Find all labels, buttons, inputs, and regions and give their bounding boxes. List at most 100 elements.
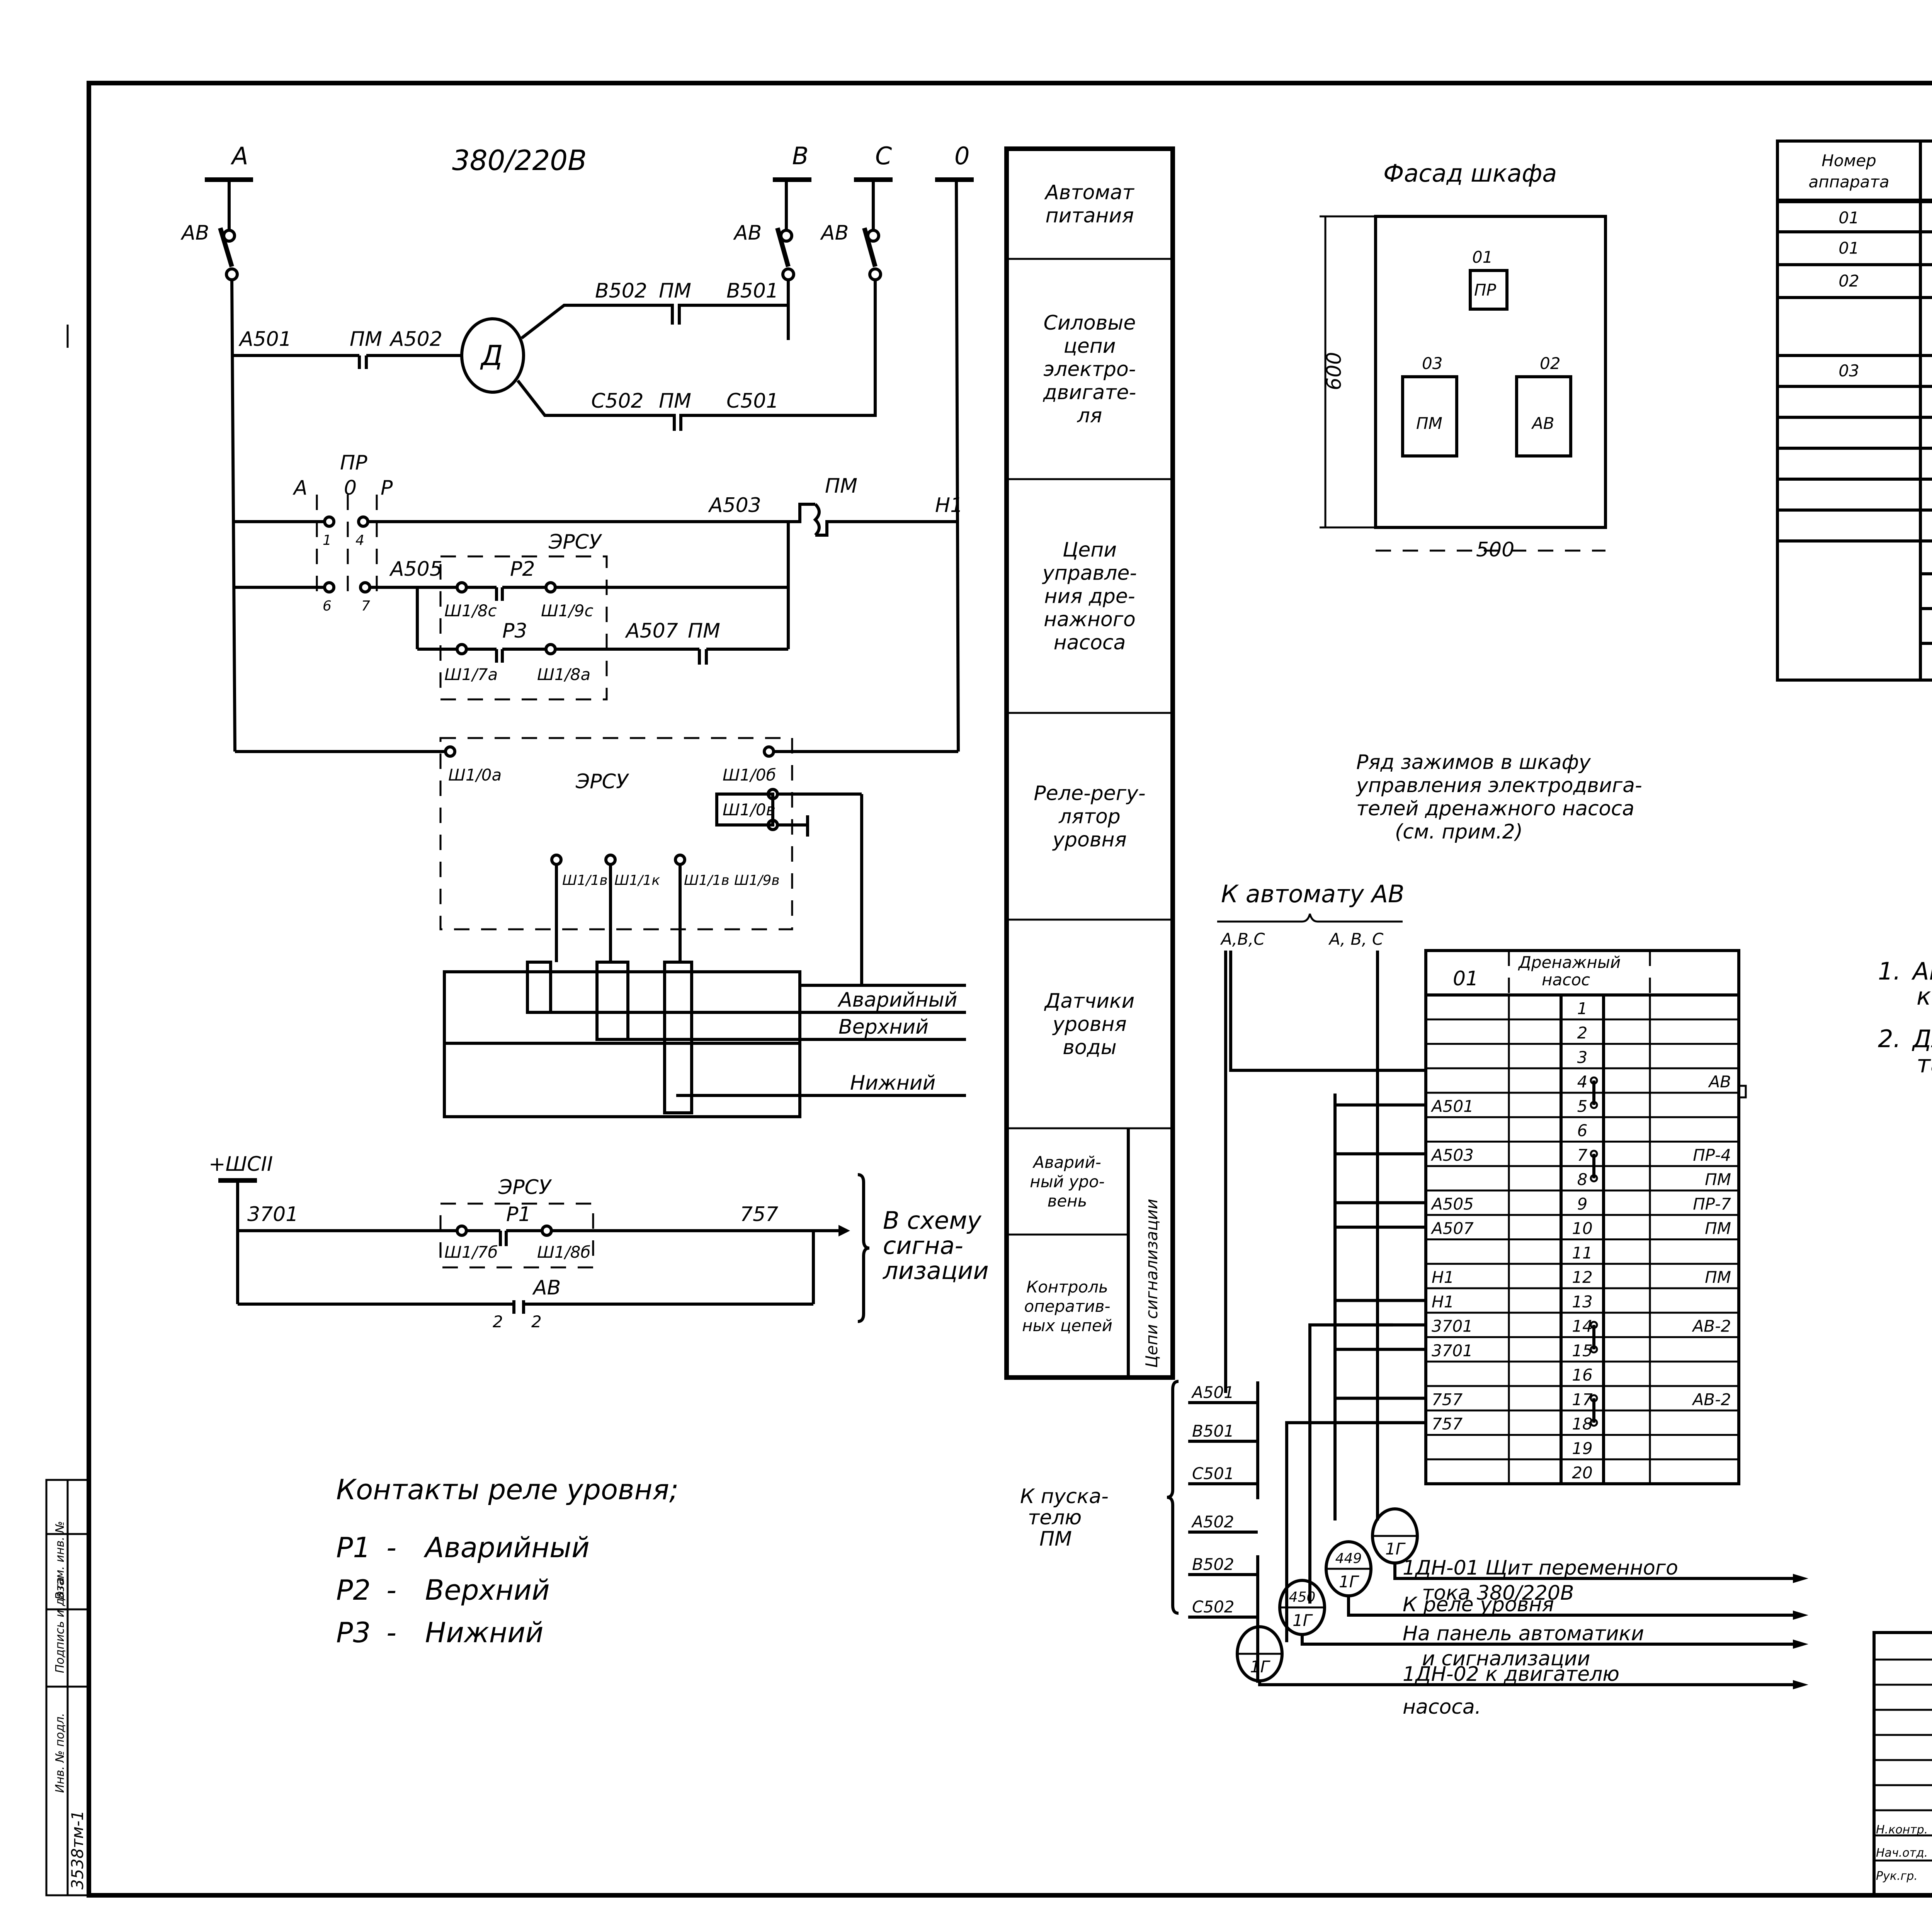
switch-pos-0: 0 (344, 476, 357, 500)
side-section-3-line: управле- (1042, 562, 1137, 585)
terminal-number: 5 (1577, 1097, 1588, 1116)
terminal-caption-4: (см. прим.2) (1395, 820, 1523, 844)
terminal-jumper-end (1590, 1418, 1598, 1427)
starter-caption-2: телю (1028, 1506, 1082, 1529)
terminal-device-right: ПР-7 (1693, 1194, 1731, 1213)
sheet-frame (87, 81, 1932, 1898)
signal-circuit: +ШСII 3701 ЭРСУ Р1 Ш1/7б Ш1/8б 757 АВ 2 … (209, 1153, 989, 1331)
facade-mark-pr: ПР (1474, 281, 1497, 299)
terminal-jumper-end (1590, 1394, 1598, 1403)
side-column: АвтоматпитанияСиловыецепиэлектро-двигате… (1004, 146, 1175, 1380)
terminal-wire-left: А503 (1430, 1146, 1474, 1165)
legend-dash-1: - (386, 1531, 396, 1564)
switch-pos-a: А (293, 476, 308, 500)
terminal-wire-left: 3701 (1432, 1317, 1473, 1336)
terminal-jumper-end (1590, 1345, 1598, 1354)
terminal-number: 4 (1577, 1072, 1588, 1091)
side-section-2-line: двигате- (1043, 381, 1136, 404)
terminal-number: 11 (1572, 1243, 1592, 1262)
note-2-line-1: Для синхронного компенсатора 2СК марка м… (1912, 1025, 1932, 1053)
side-subsection-1-line: ный уро- (1030, 1172, 1105, 1191)
starter-wire-label: С501 (1192, 1464, 1235, 1483)
terminal-device-right: ПМ (1705, 1268, 1731, 1287)
terminal-wire-left: 757 (1432, 1415, 1463, 1434)
sig-role-2: Нач.отд. (1876, 1846, 1928, 1860)
wire-b501: В501 (726, 279, 779, 303)
starter-wire-label: В502 (1192, 1555, 1234, 1574)
terminal-number: 8 (1577, 1170, 1588, 1189)
terminal-number: 19 (1572, 1439, 1592, 1458)
cable-type: 1Г (1293, 1611, 1313, 1630)
contact-8c: Ш1/8с (444, 601, 497, 620)
facade-title: Фасад шкафа (1383, 159, 1557, 187)
side-section-1-line: питания (1045, 204, 1134, 228)
relay-p3: Р3 (502, 619, 527, 643)
legend-name-2: Верхний (425, 1574, 550, 1606)
control-circuit: ПР А 0 Р 1 4 А503 ПМ Н1 6 7 А50 (234, 451, 963, 758)
breaker-label-a: АВ (180, 221, 209, 245)
legend-code-3: Р3 (336, 1616, 371, 1649)
terminal-wire-left: 757 (1432, 1390, 1463, 1409)
terminal-number: 7 (1577, 1146, 1588, 1165)
note-1-line-1: Аппаратуру установить в шкафу металлокон… (1911, 957, 1932, 985)
wire-c-pm: ПМ (659, 389, 691, 413)
margin-field-1: Инв. № подл. (53, 1713, 67, 1793)
cable-type: 1Г (1250, 1657, 1271, 1676)
cable-route-arrow (1793, 1639, 1808, 1649)
wire-c501: С501 (726, 389, 779, 413)
terminal-device-right: ПМ (1705, 1170, 1731, 1189)
facade-height-dim: 600 (1323, 352, 1346, 390)
motor-label: Д (480, 339, 503, 372)
cabinet-facade: Фасад шкафа 600 500 01 ПР 03 ПМ 02 АВ (1320, 159, 1607, 561)
signal-breaker: АВ (532, 1276, 561, 1299)
signal-destination-2: сигна- (883, 1231, 963, 1260)
side-section-4-line: лятор (1058, 805, 1121, 828)
switch-contact-7: 7 (361, 598, 370, 614)
equipment-header: аппарата (1809, 172, 1889, 191)
cable-route-label: К реле уровня (1403, 1593, 1554, 1616)
signal-breaker-contact-2: 2 (531, 1312, 542, 1331)
cable-number: 450 (1289, 1589, 1316, 1605)
equipment-group-num: 01 (1838, 208, 1859, 227)
cable-route-label: 1ДН-01 Щит переменного (1403, 1556, 1678, 1580)
wire-3701: 3701 (247, 1203, 298, 1226)
notes: Примечания. 1. Аппаратуру установить в ш… (1878, 957, 1932, 1078)
terminal-number: 10 (1572, 1219, 1592, 1238)
cable-route-label: 1ДН-02 к двигателю (1403, 1663, 1619, 1686)
switch-label: ПР (340, 451, 367, 474)
starter-wire-label: А501 (1191, 1383, 1234, 1402)
wire-c502: С502 (591, 389, 644, 413)
term-1v: Ш1/1в (562, 872, 608, 888)
level-emergency: Аварийный (837, 988, 957, 1012)
cable-type: 1Г (1385, 1539, 1406, 1558)
switch-contact-1: 1 (323, 532, 332, 548)
side-section-5-line: Датчики (1044, 990, 1135, 1013)
title-block: 407-03-461.87 ЭС1 Установка синхронного … (1872, 1631, 1932, 1897)
terminal-wire-left: А505 (1430, 1194, 1474, 1213)
wire-a503: А503 (708, 494, 761, 517)
terminal-wire-left: А507 (1430, 1219, 1474, 1238)
contact-7b: Ш1/7б (444, 1243, 498, 1262)
terminal-caption-3: телей дренажного насоса (1356, 797, 1634, 820)
side-section-3-line: нажного (1044, 608, 1136, 631)
starter-wire-label: С502 (1192, 1597, 1235, 1616)
cable-route-line (1393, 1563, 1793, 1580)
side-section-3-line: Цепи (1063, 539, 1117, 562)
relay-contacts-legend: Контакты реле уровня; Р1 - Аварийный Р2 … (336, 1473, 679, 1649)
sig-role-1: Н.контр. (1876, 1823, 1928, 1837)
terminal-device-right: АВ (1708, 1072, 1731, 1091)
terminal-header-left: 01 (1453, 967, 1478, 990)
wire-b-pm: ПМ (659, 279, 691, 303)
level-lower: Нижний (850, 1071, 935, 1095)
cable-route-line (1347, 1596, 1793, 1617)
equipment-cell: 01 (1838, 239, 1859, 258)
terminal-jumper-end (1590, 1150, 1598, 1158)
term-0b: Ш1/0б (723, 765, 776, 784)
cable-type: 1Г (1339, 1572, 1360, 1591)
terminal-jumper-end (1590, 1101, 1598, 1109)
legend-dash-2: - (386, 1574, 396, 1606)
facade-num-01: 01 (1472, 248, 1493, 267)
cable-number: 449 (1335, 1551, 1362, 1566)
signal-destination-3: лизации (883, 1257, 989, 1285)
cable-route-arrow (1793, 1574, 1808, 1583)
